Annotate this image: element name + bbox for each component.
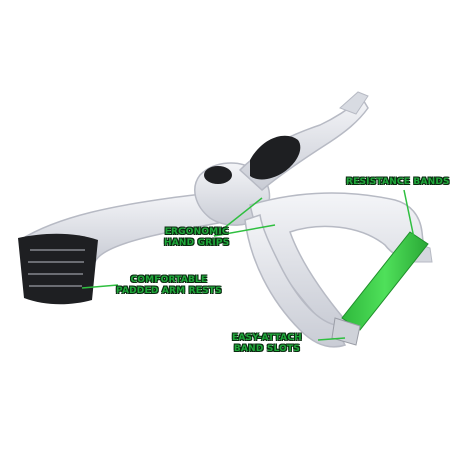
callout-hand-grips-line2: Hand Grips [164, 238, 230, 248]
leader-arm-rests [81, 284, 119, 289]
callout-band-slots-line1: Easy-Attach [232, 333, 302, 343]
callout-arm-rests-line1: Comfortable [130, 275, 208, 285]
hand-grip-pad-small [204, 166, 232, 184]
callout-arm-rests: Comfortable Padded Arm Rests [116, 275, 222, 297]
lower-arm [244, 214, 347, 348]
upper-tip [339, 91, 369, 115]
leader-hand-grips-2 [213, 224, 276, 237]
arm-rest-pad [18, 233, 98, 305]
leader-resistance-bands [403, 189, 415, 239]
resistance-band [341, 231, 429, 331]
hand-grip-pad-large [250, 135, 301, 180]
callout-resistance-bands-text: Resistance Bands [346, 177, 450, 187]
leader-band-slots [317, 337, 346, 341]
callout-hand-grips-line1: Ergonomic [164, 227, 229, 237]
leader-hand-grips [213, 197, 263, 237]
callout-hand-grips: Ergonomic Hand Grips [164, 227, 229, 249]
callout-band-slots-line2: Band Slots [233, 344, 301, 354]
callout-band-slots: Easy-Attach Band Slots [232, 333, 302, 355]
callout-arm-rests-line2: Padded Arm Rests [116, 286, 222, 296]
callout-resistance-bands: Resistance Bands [346, 177, 450, 188]
